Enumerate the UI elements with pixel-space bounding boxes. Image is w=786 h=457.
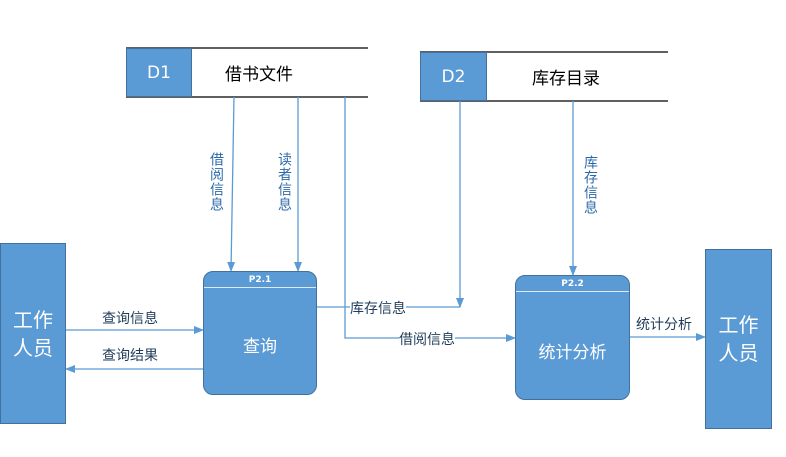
flow-label-borrow-info-vertical: 借阅信息 <box>208 152 224 212</box>
flow-label-stock-info-vertical: 库存信息 <box>582 155 598 215</box>
flow-label-stat-analysis: 统计分析 <box>636 317 692 333</box>
data-store-d2: D2 库存目录 <box>420 52 668 101</box>
process-p2-2-name: 统计分析 <box>538 343 607 363</box>
flow-label-stock-info: 库存信息 <box>350 298 406 318</box>
entity-staff-left-label: 工作人员 <box>13 307 53 360</box>
flow-label-borrow-info: 借阅信息 <box>399 329 455 349</box>
data-store-d2-id: D2 <box>420 52 487 101</box>
flow-borrow-info-arrow <box>227 96 236 272</box>
flow-label-query-result: 查询结果 <box>102 348 158 364</box>
data-store-d2-name: 库存目录 <box>532 69 600 89</box>
data-store-d1-name: 借书文件 <box>225 65 293 85</box>
process-p2-2: P2.2 统计分析 <box>515 275 630 400</box>
process-p2-2-id: P2.2 <box>561 279 584 289</box>
process-p2-1-name: 查询 <box>243 337 277 357</box>
entity-staff-right-label: 工作人员 <box>718 313 759 365</box>
flow-label-query-info: 查询信息 <box>102 311 158 327</box>
entity-staff-right: 工作人员 <box>705 249 772 429</box>
entity-staff-left: 工作人员 <box>0 243 66 424</box>
data-store-d1: D1 借书文件 <box>126 48 368 97</box>
flow-label-reader-info-vertical: 读者信息 <box>276 152 292 212</box>
data-store-d1-id: D1 <box>126 48 192 97</box>
process-p2-1: P2.1 查询 <box>203 271 317 395</box>
flow-borrow-info-to-stat-arrow <box>344 97 516 342</box>
process-p2-1-id: P2.1 <box>248 275 272 285</box>
